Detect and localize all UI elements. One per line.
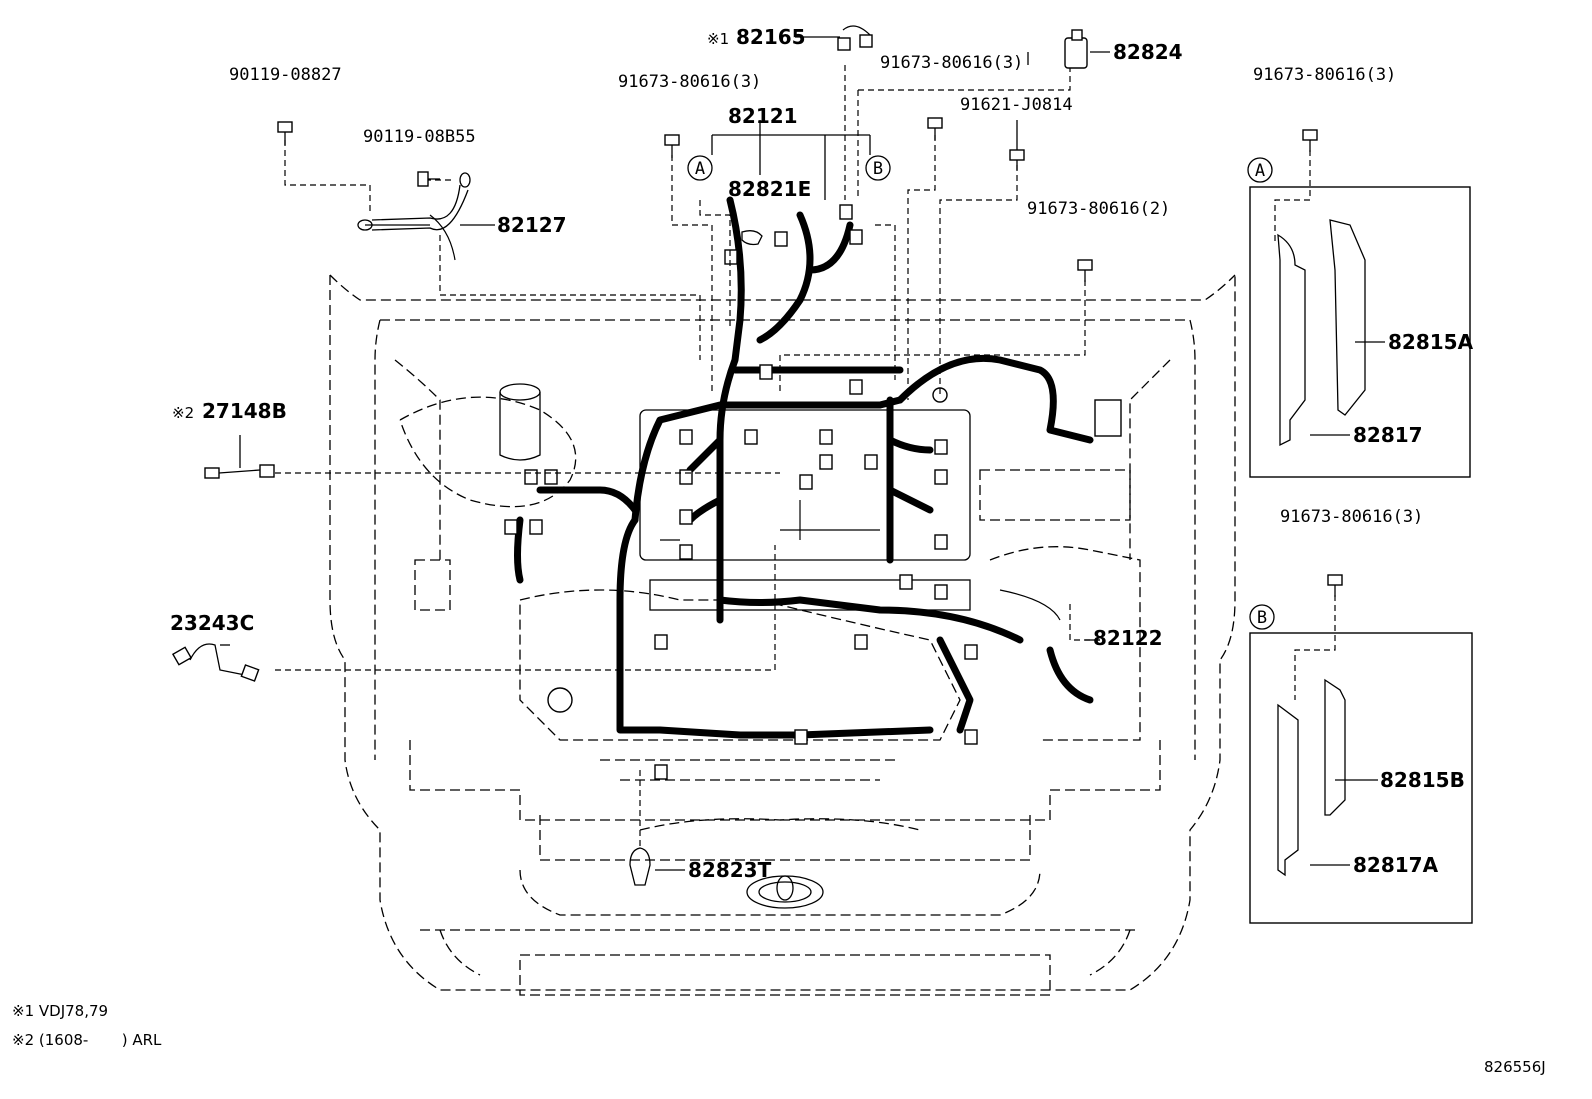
footnote-1: ※1 VDJ78,79	[12, 1002, 108, 1020]
label-wire-27148b: 27148B	[202, 399, 287, 423]
label-connector-82824: 82824	[1113, 40, 1183, 64]
wire-27148b	[204, 464, 275, 479]
sensor-82165	[837, 25, 873, 51]
bolt-icon	[1302, 129, 1318, 152]
label-sensor-82165: 82165	[736, 25, 806, 49]
label-harness-82122: 82122	[1093, 626, 1163, 650]
footnotes: ※1 VDJ78,79 ※2 (1608- ) ARL 826556J	[12, 1002, 1546, 1076]
panel-a-letter: A	[1255, 161, 1265, 181]
callout-b-letter: B	[873, 159, 883, 179]
label-bolt-91673-center: 91673-80616(3)	[880, 53, 1023, 73]
main-harness	[514, 196, 1094, 739]
connector-82821e	[741, 230, 763, 246]
bolt-icon	[1009, 149, 1025, 170]
label-wire-82127: 82127	[497, 213, 567, 237]
callout-a-letter: A	[695, 159, 705, 179]
solid-leaders	[220, 36, 1385, 871]
label-hose-23243c: 23243C	[170, 611, 254, 635]
bolt-icons	[277, 117, 1343, 597]
panel-b-letter: B	[1257, 608, 1267, 628]
bolt-icon	[1077, 259, 1093, 282]
label-clamp-82823t: 82823T	[688, 858, 772, 882]
label-bolt-91621: 91621-J0814	[960, 95, 1073, 115]
detail-panel-b: B	[1249, 604, 1473, 924]
label-panel-b-82817a: 82817A	[1353, 853, 1439, 877]
label-panel-b-82815b: 82815B	[1380, 768, 1465, 792]
connector-82824	[1064, 29, 1088, 69]
bolt-icon	[1327, 574, 1343, 597]
label-bolt-90119-08827: 90119-08827	[229, 65, 342, 85]
label-bolt-90119-08b55: 90119-08B55	[363, 127, 476, 147]
label-harness-82121: 82121	[728, 104, 798, 128]
label-note2-marker: ※2	[172, 404, 194, 422]
footnote-2: ※2 (1608- ) ARL	[12, 1031, 162, 1049]
label-note1-marker: ※1	[707, 30, 729, 48]
label-harness-82821e: 82821E	[728, 177, 811, 201]
detail-panel-a: A	[1247, 157, 1471, 478]
toyota-logo	[746, 875, 824, 909]
air-filter	[499, 383, 541, 461]
thin-wires	[365, 214, 1061, 621]
ground-wire-82127	[357, 172, 471, 231]
label-bolt-91673-right: 91673-80616(2)	[1027, 199, 1170, 219]
label-panel-a-bolt: 91673-80616(3)	[1253, 65, 1396, 85]
label-panel-a-82815a: 82815A	[1388, 330, 1474, 354]
bolt-icon	[664, 134, 680, 158]
bolt-icon	[417, 171, 440, 187]
label-panel-b-bolt: 91673-80616(3)	[1280, 507, 1423, 527]
label-panel-a-82817: 82817	[1353, 423, 1423, 447]
clamp-82823t	[629, 847, 651, 886]
connectors	[504, 204, 1122, 780]
leader-lines	[275, 65, 1336, 850]
part-labels: 90119-08827 90119-08B55 82127 ※1 82165 9…	[170, 25, 1474, 882]
callout-b-main: B	[865, 155, 891, 181]
label-bolt-91673-left: 91673-80616(3)	[618, 72, 761, 92]
callout-a-main: A	[687, 155, 713, 181]
hose-23243c	[171, 643, 260, 682]
diagram-id: 826556J	[1484, 1058, 1546, 1076]
bolt-icon	[277, 121, 293, 145]
bolt-icon	[927, 117, 943, 140]
